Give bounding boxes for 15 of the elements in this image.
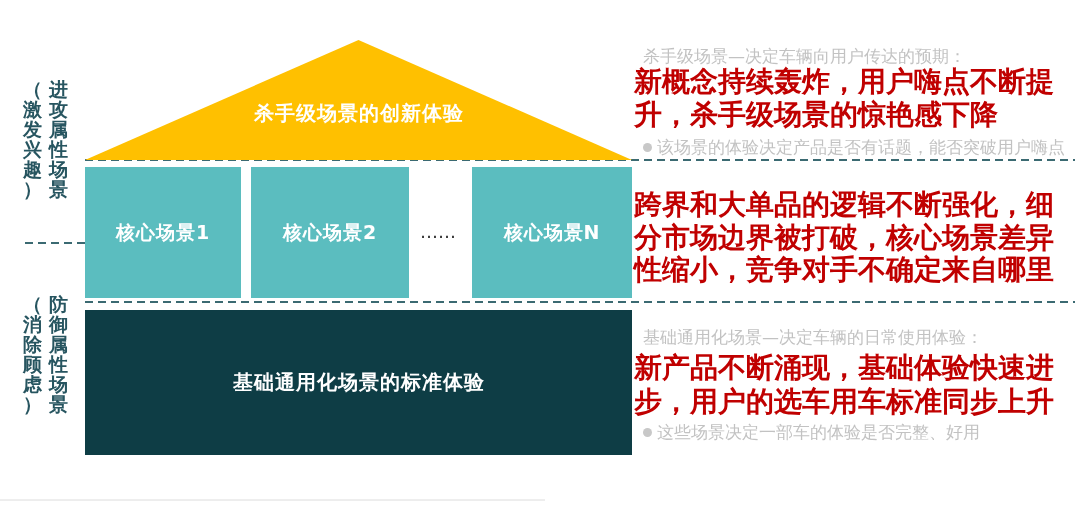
annotation-text: 跨界和大单品的逻辑不断强化，细分市场边界被打破，核心场景差异性缩小，竞争对手不确定来自哪里 — [634, 189, 1055, 287]
annotation-text: 新概念持续轰炸，用户嗨点不断提升，杀手级场景的惊艳感下降 — [634, 65, 1055, 131]
roof-triangle: 杀手级场景的创新体验 — [85, 40, 632, 160]
side-label: 进攻属性场景（激发兴趣） — [22, 79, 68, 199]
ellipsis-text: …… — [420, 221, 456, 243]
scene-box: 核心场景2 — [251, 167, 409, 298]
annotation-text: 新产品不断涌现，基础体验快速进步，用户的选车用车标准同步上升 — [634, 351, 1055, 419]
scene-box: 核心场景1 — [85, 167, 241, 298]
side-label: 防御属性场景（消除顾虑） — [22, 294, 68, 414]
bullet-text: 这些场景决定一部车的体验是否完整、好用 — [657, 423, 980, 442]
note-heading: 杀手级场景—决定车辆向用户传达的预期： — [643, 47, 966, 66]
scene-box: 核心场景N — [472, 167, 632, 298]
foundation-box: 基础通用化场景的标准体验 — [85, 310, 632, 455]
bullet-text: 该场景的体验决定产品是否有话题，能否突破用户嗨点 — [657, 138, 1065, 157]
note-heading: 基础通用化场景—决定车辆的日常使用体验： — [643, 328, 983, 347]
